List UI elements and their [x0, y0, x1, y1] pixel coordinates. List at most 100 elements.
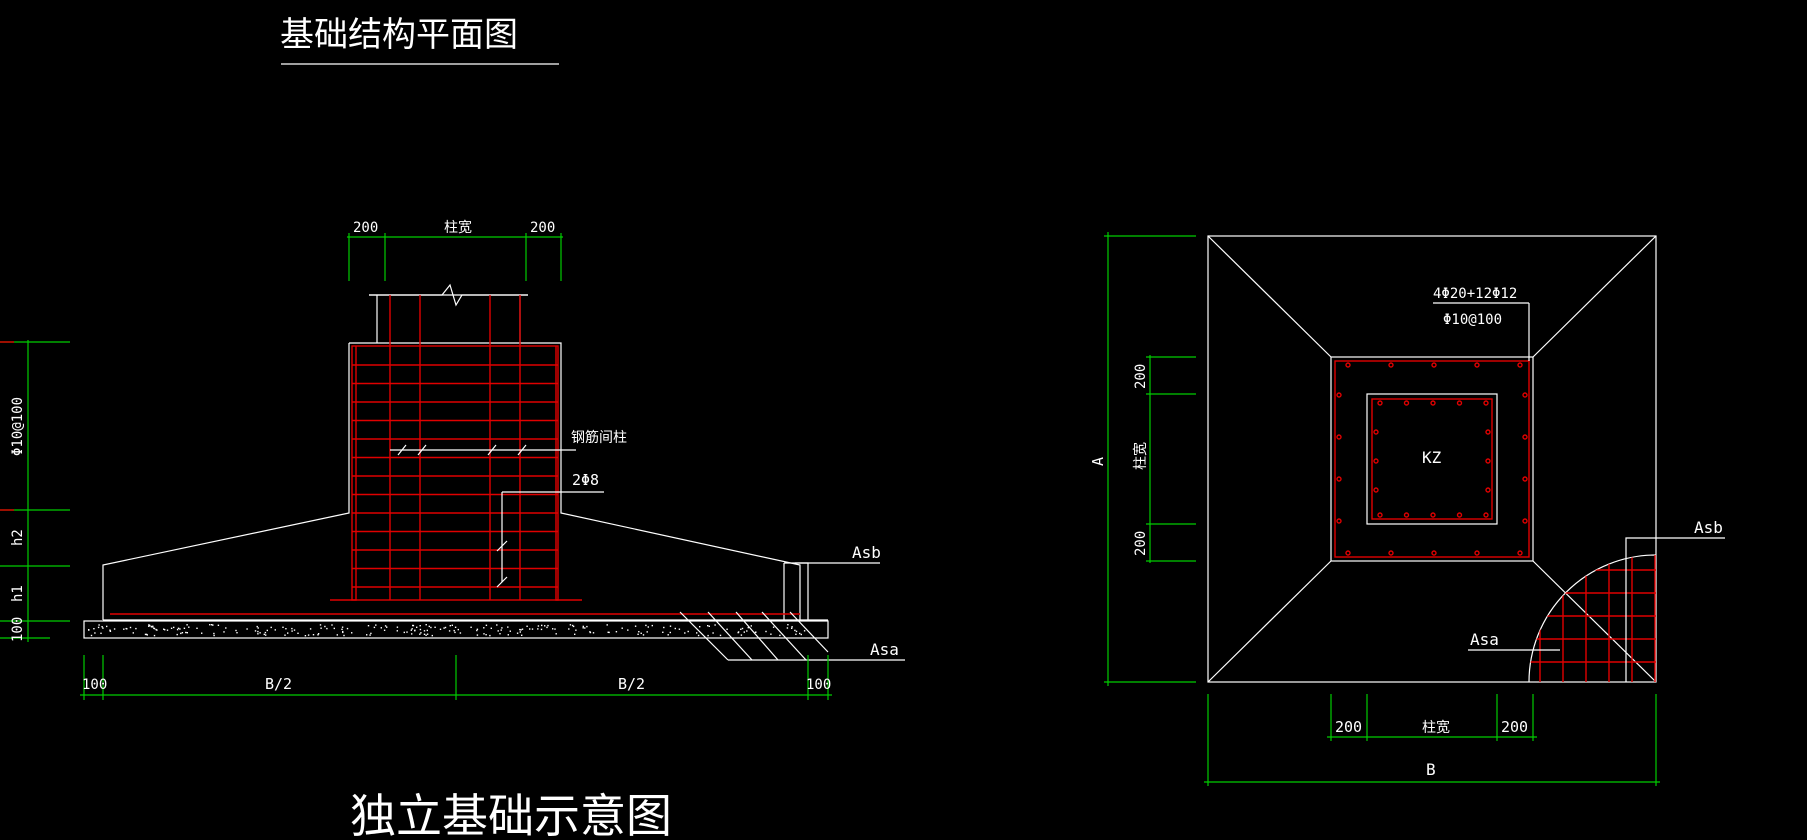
blinding-speck [651, 624, 653, 627]
blinding-speck [678, 628, 681, 630]
blinding-speck [509, 630, 511, 632]
blinding-speck [98, 624, 100, 626]
blinding-speck [555, 633, 557, 635]
section-dim-bottom-1: B/2 [265, 675, 292, 693]
column-bar-dot [1373, 487, 1379, 493]
diagonal-br [1532, 560, 1657, 683]
blinding-speck [800, 633, 802, 636]
blinding-speck [430, 626, 432, 629]
blinding-speck [367, 625, 370, 627]
blinding-speck [411, 628, 413, 630]
blinding-speck [634, 625, 637, 627]
blinding-speck [608, 631, 610, 634]
blinding-speck [155, 628, 157, 631]
pedestal-rebar [330, 295, 582, 601]
plan-dim-left-inner-0: 200 [1133, 364, 1149, 389]
blinding-speck [497, 630, 499, 632]
section-dim-bottom-0: 100 [82, 677, 107, 693]
blinding-speck [582, 625, 584, 628]
blinding-speck [351, 632, 353, 634]
blinding-speck [669, 625, 672, 627]
blinding-speck [669, 631, 671, 634]
column-stub [369, 283, 528, 343]
blinding-speck [173, 626, 175, 629]
bottom-title: 独立基础示意图 [350, 789, 672, 840]
blinding-speck [747, 626, 749, 629]
blinding-speck [428, 625, 430, 628]
blinding-speck [135, 627, 137, 630]
blinding-speck [312, 634, 315, 636]
blinding-speck [743, 631, 745, 633]
blinding-speck [412, 624, 415, 627]
pedestal-bar-dot [1517, 362, 1523, 368]
blinding-speck [714, 624, 716, 626]
blinding-speck [164, 629, 166, 631]
blinding-speck [552, 628, 554, 630]
section-dim-left-2: h1 [10, 585, 26, 602]
blinding-speck [667, 634, 669, 636]
blinding-speck [341, 626, 344, 628]
column-bar-dot [1403, 400, 1410, 406]
blinding-speck [526, 625, 528, 627]
blinding-speck [765, 630, 767, 633]
blinding-speck [177, 627, 180, 629]
blinding-speck [687, 630, 689, 633]
section-dim-bottom-2: B/2 [618, 675, 645, 693]
blinding-speck [263, 633, 265, 636]
blinding-speck [425, 624, 427, 626]
blinding-speck [485, 634, 487, 636]
blinding-speck [647, 626, 649, 628]
pedestal-rebar-hook-right [555, 346, 582, 601]
blinding-speck [521, 634, 523, 636]
blinding-speck [113, 628, 116, 630]
blinding-speck [414, 630, 416, 632]
plan-dim-left-outer: A [1089, 457, 1107, 466]
blinding-speck [366, 634, 368, 636]
blinding-speck [341, 628, 343, 630]
blinding-speck [211, 624, 213, 626]
blinding-speck [285, 628, 287, 630]
label-asb-plan: Asb [1694, 518, 1723, 537]
blinding-speck [144, 633, 147, 636]
blinding-speck [521, 628, 524, 630]
blinding-speck [496, 624, 498, 626]
blinding-speck [746, 630, 748, 632]
blinding-speck [170, 627, 173, 629]
blinding-speck [457, 628, 459, 631]
blinding-speck [266, 629, 268, 632]
blinding-speck [256, 625, 258, 628]
blinding-speck [209, 624, 211, 626]
blinding-speck [662, 631, 664, 633]
plan-asb-leader [1625, 537, 1725, 682]
blinding-speck [726, 628, 728, 630]
blinding-speck [181, 632, 184, 634]
blinding-speck [419, 625, 421, 627]
blinding-speck [637, 633, 639, 635]
blinding-speck [459, 632, 462, 634]
pedestal-bar-dot [1345, 550, 1351, 556]
label-2phi8: 2Φ8 [572, 471, 599, 489]
blinding-speck [779, 634, 781, 637]
blinding-speck [770, 633, 772, 635]
blinding-speck [259, 632, 261, 634]
blinding-speck [410, 629, 412, 631]
blinding-speck [235, 629, 237, 632]
blinding-speck [642, 634, 645, 636]
blinding-speck [213, 634, 215, 637]
pedestal-bars-plan [1336, 362, 1528, 556]
blinding-speck [451, 624, 453, 626]
blinding-speck [443, 627, 445, 629]
section-dim-top-2: 200 [530, 220, 555, 236]
blinding-hatch [88, 624, 806, 637]
footing-right-step [784, 562, 809, 620]
blinding-speck [293, 629, 296, 631]
blinding-speck [786, 627, 789, 629]
column-kz [1366, 393, 1498, 525]
blinding-speck [274, 629, 276, 631]
blinding-speck [640, 632, 642, 634]
blinding-speck [386, 626, 388, 628]
blinding-speck [186, 632, 188, 634]
blinding-speck [97, 626, 100, 629]
blinding-speck [287, 632, 289, 634]
blinding-speck [153, 627, 156, 630]
